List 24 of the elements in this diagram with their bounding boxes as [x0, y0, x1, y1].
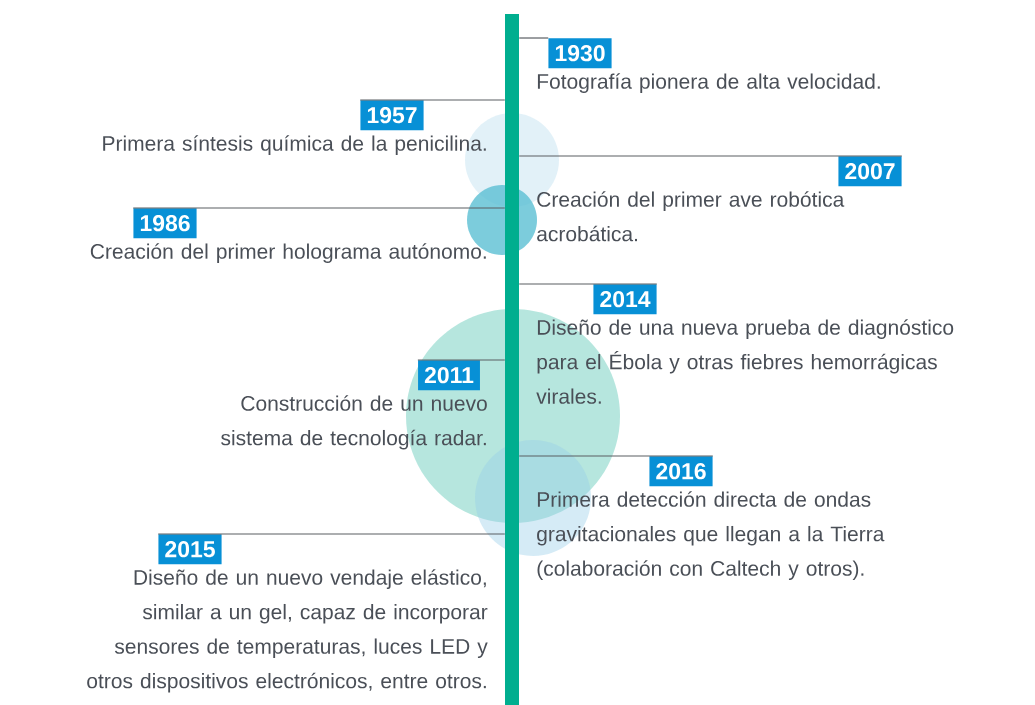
year-badge: 2007 — [838, 156, 902, 187]
connector-line — [518, 155, 903, 157]
timeline-bar — [505, 14, 519, 705]
connector-line — [132, 207, 506, 209]
connector-line — [518, 283, 658, 285]
year-badge: 1957 — [360, 100, 424, 131]
year-badge: 2011 — [418, 360, 480, 391]
connector-line — [157, 533, 506, 535]
year-badge: 1930 — [548, 38, 612, 69]
event-description: Primera síntesis química de la penicilina. — [103, 135, 486, 156]
event-description: Creación del primer holograma autónomo. — [90, 243, 486, 264]
connector-line — [518, 455, 714, 457]
year-badge: 2016 — [649, 456, 713, 487]
year-badge: 1986 — [133, 208, 197, 239]
event-description: Diseño de una nueva prueba de diagnóstico para el Ébola y otras fiebres hemorrágicas virales. — [536, 319, 954, 404]
event-description: Diseño de un nuevo vendaje elástico, similar a un gel, capaz de incorporar sensores de temperaturas, luces LED y otros dispositivos electrónicos, entre otros. — [87, 569, 488, 693]
connector-line — [359, 99, 506, 101]
connector-line — [417, 359, 506, 361]
connector-line — [518, 37, 549, 39]
year-badge: 2014 — [593, 284, 657, 315]
year-badge: 2015 — [158, 534, 222, 565]
event-description: Fotografía pionera de alta velocidad. — [537, 73, 880, 94]
event-description: Creación del primer ave robótica acrobática. — [537, 191, 845, 242]
event-description: Construcción de un nuevo sistema de tecnología radar. — [221, 395, 487, 450]
